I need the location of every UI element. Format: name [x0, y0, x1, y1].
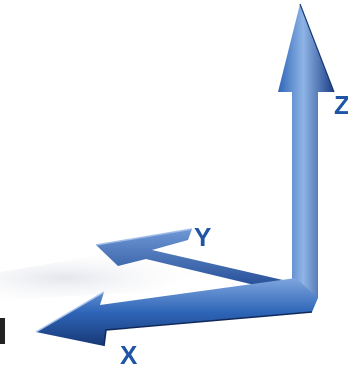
y-axis-arrow: [95, 228, 296, 294]
shadow-band: [0, 256, 215, 300]
z-axis-label: Z: [334, 90, 348, 120]
x-axis-label: X: [120, 340, 138, 370]
edge-mark: [0, 318, 5, 344]
x-axis-arrow: [35, 278, 318, 347]
z-axis-arrow: [278, 3, 335, 302]
y-axis-label: Y: [194, 222, 212, 252]
